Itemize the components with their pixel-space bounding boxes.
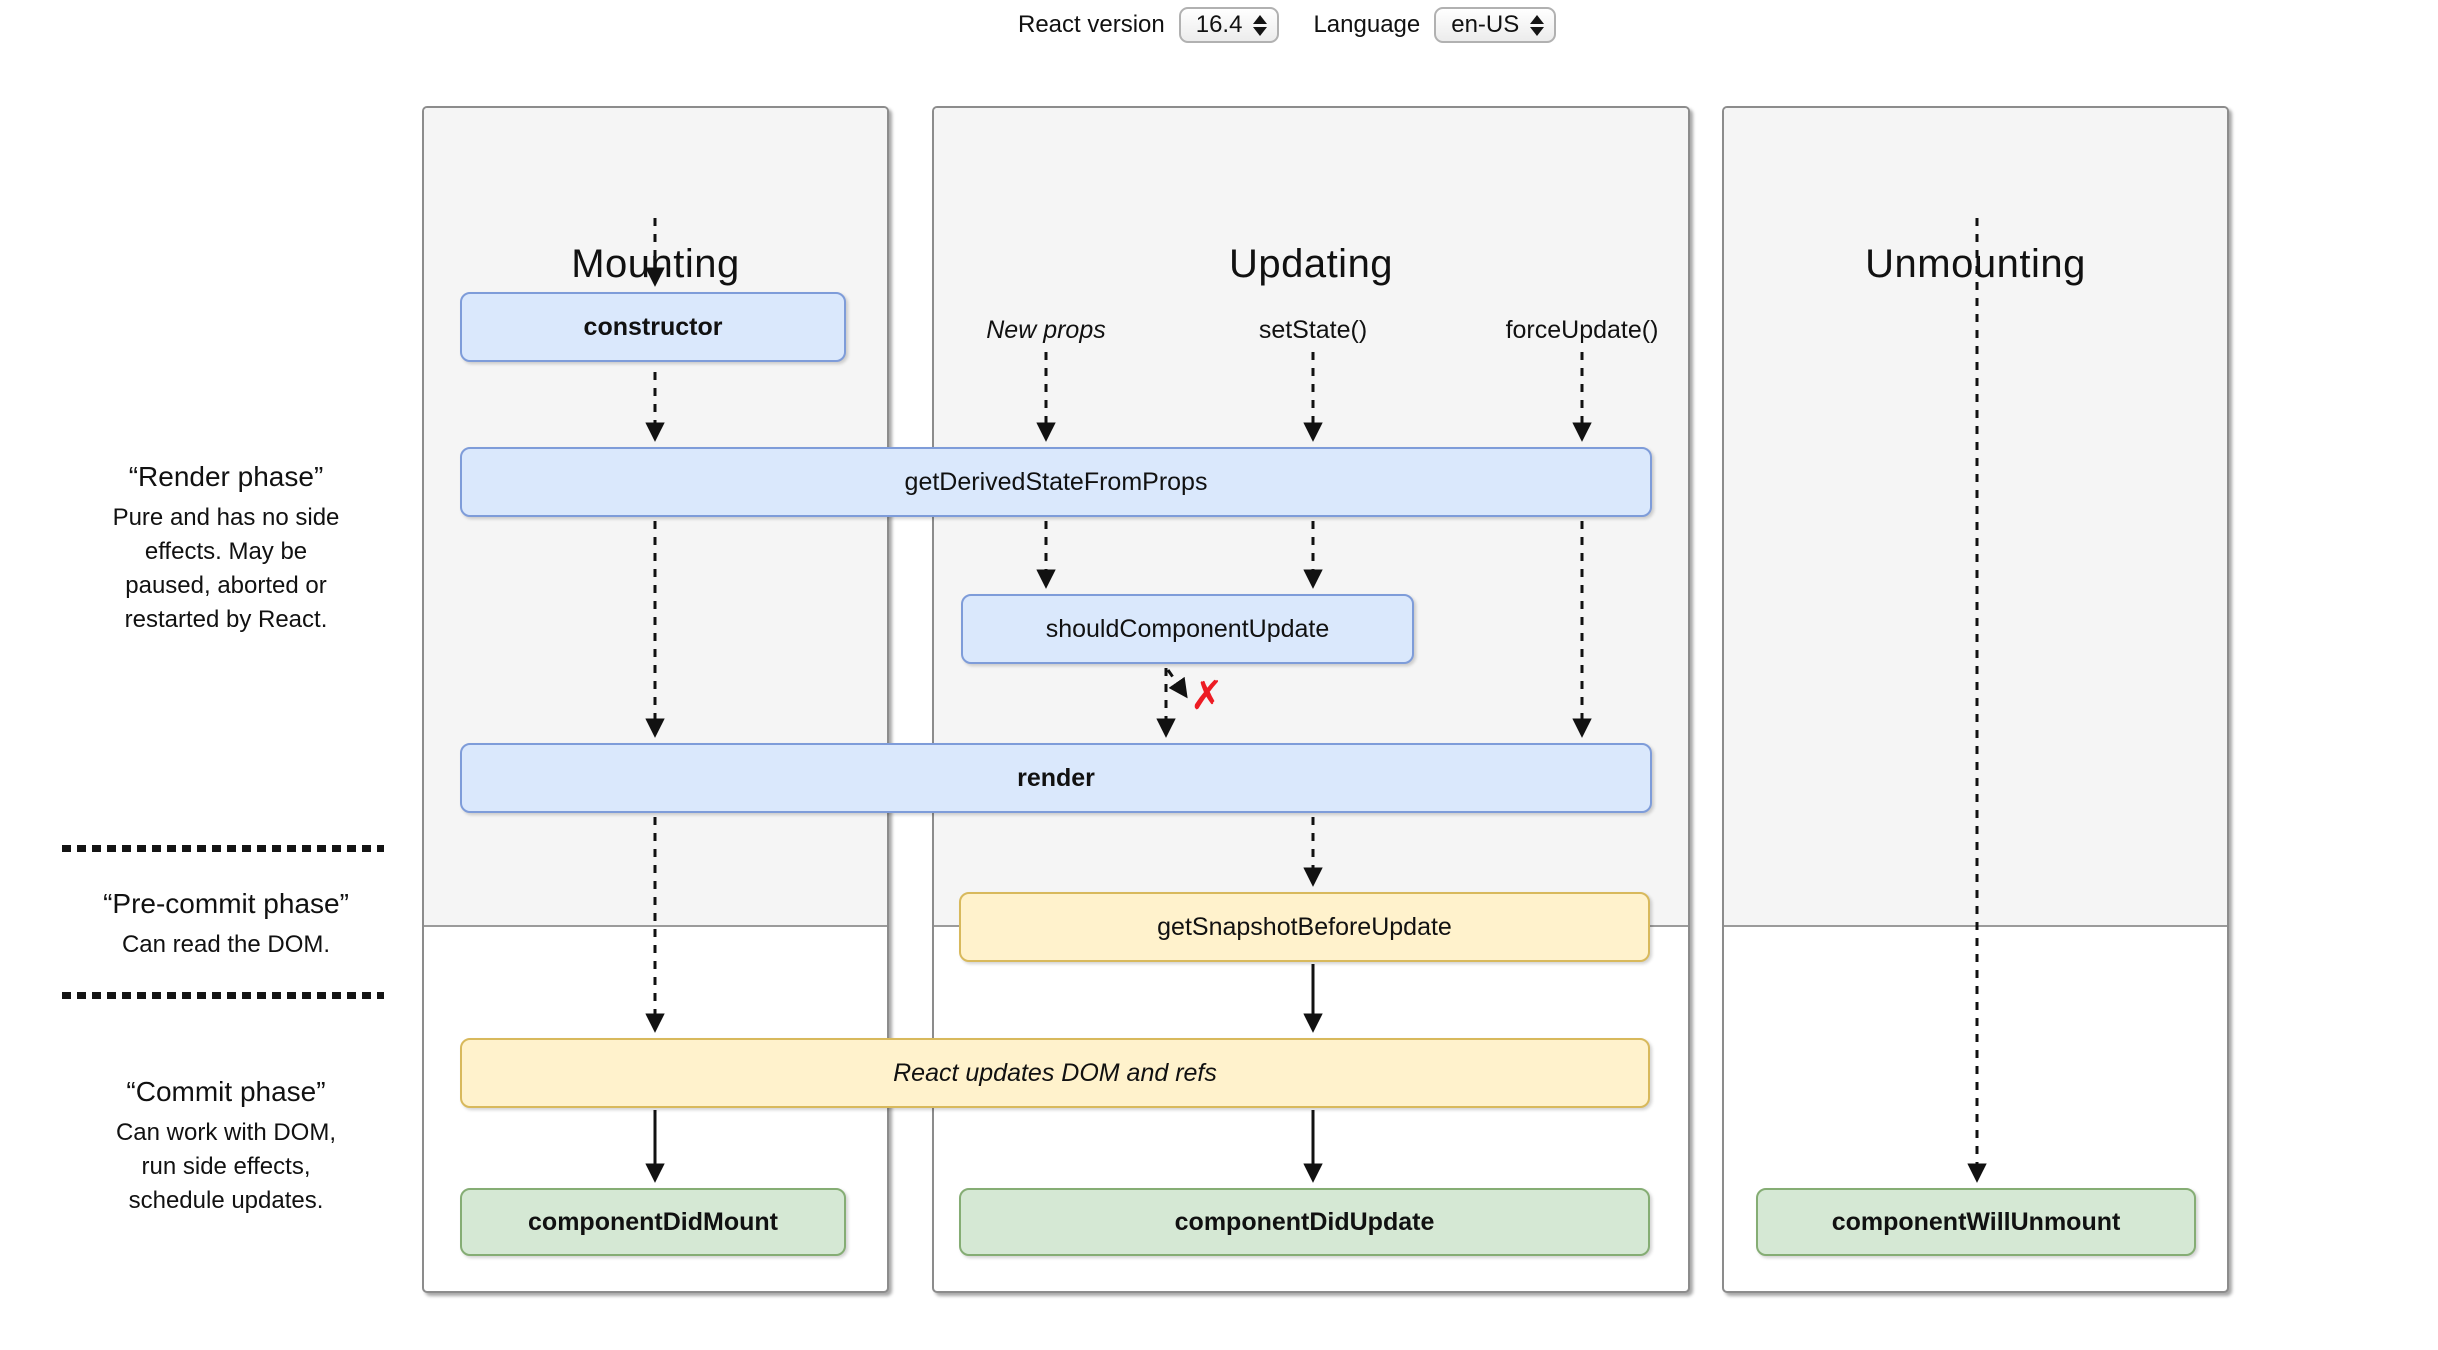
render-phase-title: “Render phase”: [128, 461, 324, 492]
precommit-phase-description: Can read the DOM.: [121, 931, 331, 958]
render-phase-zone: [1724, 108, 2227, 927]
language-select[interactable]: en-US: [1434, 7, 1557, 43]
mounting-title: Mounting: [571, 242, 740, 286]
get-derived-state-from-props-box[interactable]: getDerivedStateFromProps: [460, 447, 1652, 517]
language-value: en-US: [1451, 11, 1520, 38]
mounting-panel: Mounting: [422, 106, 889, 1293]
phase-divider: [62, 992, 384, 999]
commit-phase-title: “Commit phase”: [126, 1076, 326, 1107]
commit-phase-label: “Commit phase” Can work with DOM, run si…: [58, 1076, 394, 1218]
unmounting-panel: Unmounting: [1722, 106, 2229, 1293]
header-controls: React version 16.4 Language en-US: [1018, 7, 1557, 43]
language-label: Language: [1313, 11, 1421, 38]
forceupdate-label: forceUpdate(): [1505, 316, 1659, 344]
commit-phase-description: Can work with DOM, run side effects, sch…: [115, 1119, 337, 1214]
stepper-icon: [1253, 14, 1268, 36]
skip-update-x-icon: ✗: [1190, 674, 1224, 718]
component-did-update-box[interactable]: componentDidUpdate: [959, 1188, 1650, 1256]
component-did-mount-box[interactable]: componentDidMount: [460, 1188, 846, 1256]
updating-title: Updating: [1228, 242, 1394, 286]
unmounting-title: Unmounting: [1865, 242, 2086, 286]
react-version-label: React version: [1018, 11, 1165, 38]
react-updates-dom-box: React updates DOM and refs: [460, 1038, 1650, 1108]
precommit-phase-title: “Pre-commit phase”: [103, 888, 349, 919]
new-props-label: New props: [986, 316, 1106, 344]
setstate-label: setState(): [1258, 316, 1368, 344]
react-version-group: React version 16.4: [1018, 7, 1280, 43]
should-component-update-box[interactable]: shouldComponentUpdate: [961, 594, 1414, 664]
render-phase-description: Pure and has no side effects. May be pau…: [112, 504, 340, 633]
precommit-phase-label: “Pre-commit phase” Can read the DOM.: [58, 888, 394, 962]
language-group: Language en-US: [1313, 7, 1557, 43]
react-version-value: 16.4: [1195, 11, 1243, 38]
constructor-box[interactable]: constructor: [460, 292, 846, 362]
component-will-unmount-box[interactable]: componentWillUnmount: [1756, 1188, 2196, 1256]
phase-divider: [62, 845, 384, 852]
stepper-icon: [1530, 14, 1545, 36]
get-snapshot-before-update-box[interactable]: getSnapshotBeforeUpdate: [959, 892, 1650, 962]
render-box[interactable]: render: [460, 743, 1652, 813]
updating-panel: Updating: [932, 106, 1690, 1293]
react-version-select[interactable]: 16.4: [1178, 7, 1280, 43]
render-phase-label: “Render phase” Pure and has no side effe…: [58, 461, 394, 637]
